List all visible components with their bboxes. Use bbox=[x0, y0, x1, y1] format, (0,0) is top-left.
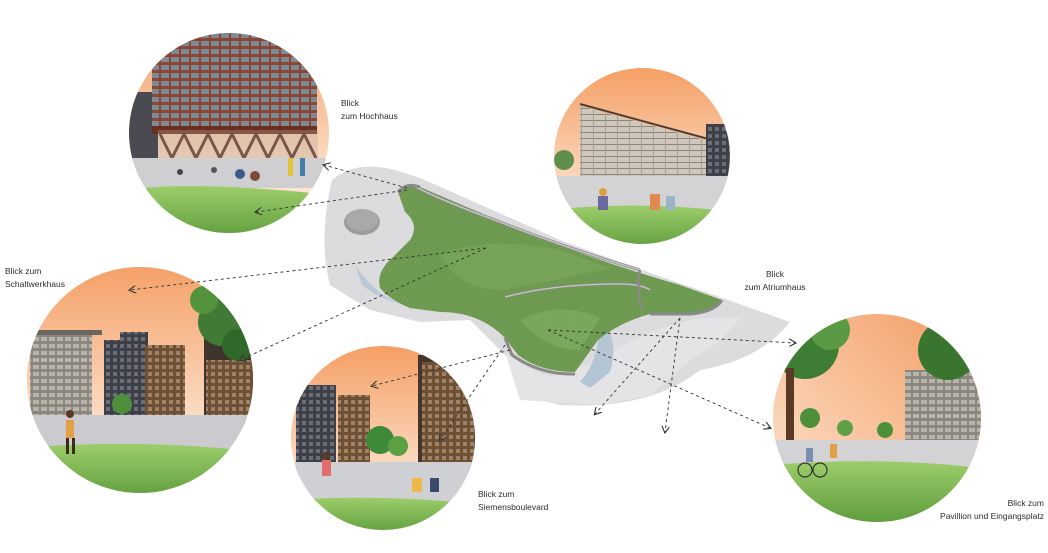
sight-line-hochhaus-b bbox=[256, 189, 408, 212]
plan-paving-lower bbox=[505, 318, 740, 405]
label-pavillion: Blick zum Pavillion und Eingangsplatz bbox=[920, 497, 1044, 523]
sight-line-boulevard-b bbox=[440, 344, 506, 440]
label-atriumhaus: Blick zum Atriumhaus bbox=[736, 268, 814, 294]
view-atriumhaus bbox=[554, 68, 730, 244]
label-siemensboulevard-line1: Blick zum bbox=[478, 489, 515, 499]
view-schaltwerkhaus bbox=[27, 267, 253, 493]
plan-water-channel-2 bbox=[580, 318, 614, 388]
label-pavillion-line2: Pavillion und Eingangsplatz bbox=[940, 511, 1044, 521]
label-atriumhaus-line1: Blick bbox=[766, 269, 784, 279]
view-pavillion bbox=[773, 314, 981, 522]
sight-lines bbox=[130, 165, 795, 440]
sight-line-atrium-b bbox=[547, 329, 770, 428]
label-siemensboulevard: Blick zum Siemensboulevard bbox=[478, 488, 548, 514]
label-hochhaus-line2: zum Hochhaus bbox=[341, 111, 398, 121]
plan-water-channel bbox=[355, 265, 410, 306]
label-schaltwerkhaus: Blick zum Schaltwerkhaus bbox=[5, 265, 65, 291]
plan-path-3 bbox=[637, 269, 644, 311]
label-pavillion-line1: Blick zum bbox=[1007, 498, 1044, 508]
label-siemensboulevard-line2: Siemensboulevard bbox=[478, 502, 549, 512]
label-schaltwerkhaus-line2: Schaltwerkhaus bbox=[5, 279, 66, 289]
sight-line-hochhaus-a bbox=[324, 165, 408, 189]
view-siemensboulevard bbox=[291, 346, 475, 530]
label-schaltwerkhaus-line1: Blick zum bbox=[5, 266, 42, 276]
sight-line-atrium-a bbox=[547, 329, 795, 343]
label-hochhaus: Blick zum Hochhaus bbox=[341, 97, 398, 123]
label-hochhaus-line1: Blick bbox=[341, 98, 359, 108]
site-plan bbox=[324, 166, 790, 406]
view-hochhaus bbox=[129, 33, 329, 233]
sight-line-down-b bbox=[665, 317, 681, 432]
label-atriumhaus-line2: zum Atriumhaus bbox=[744, 282, 806, 292]
